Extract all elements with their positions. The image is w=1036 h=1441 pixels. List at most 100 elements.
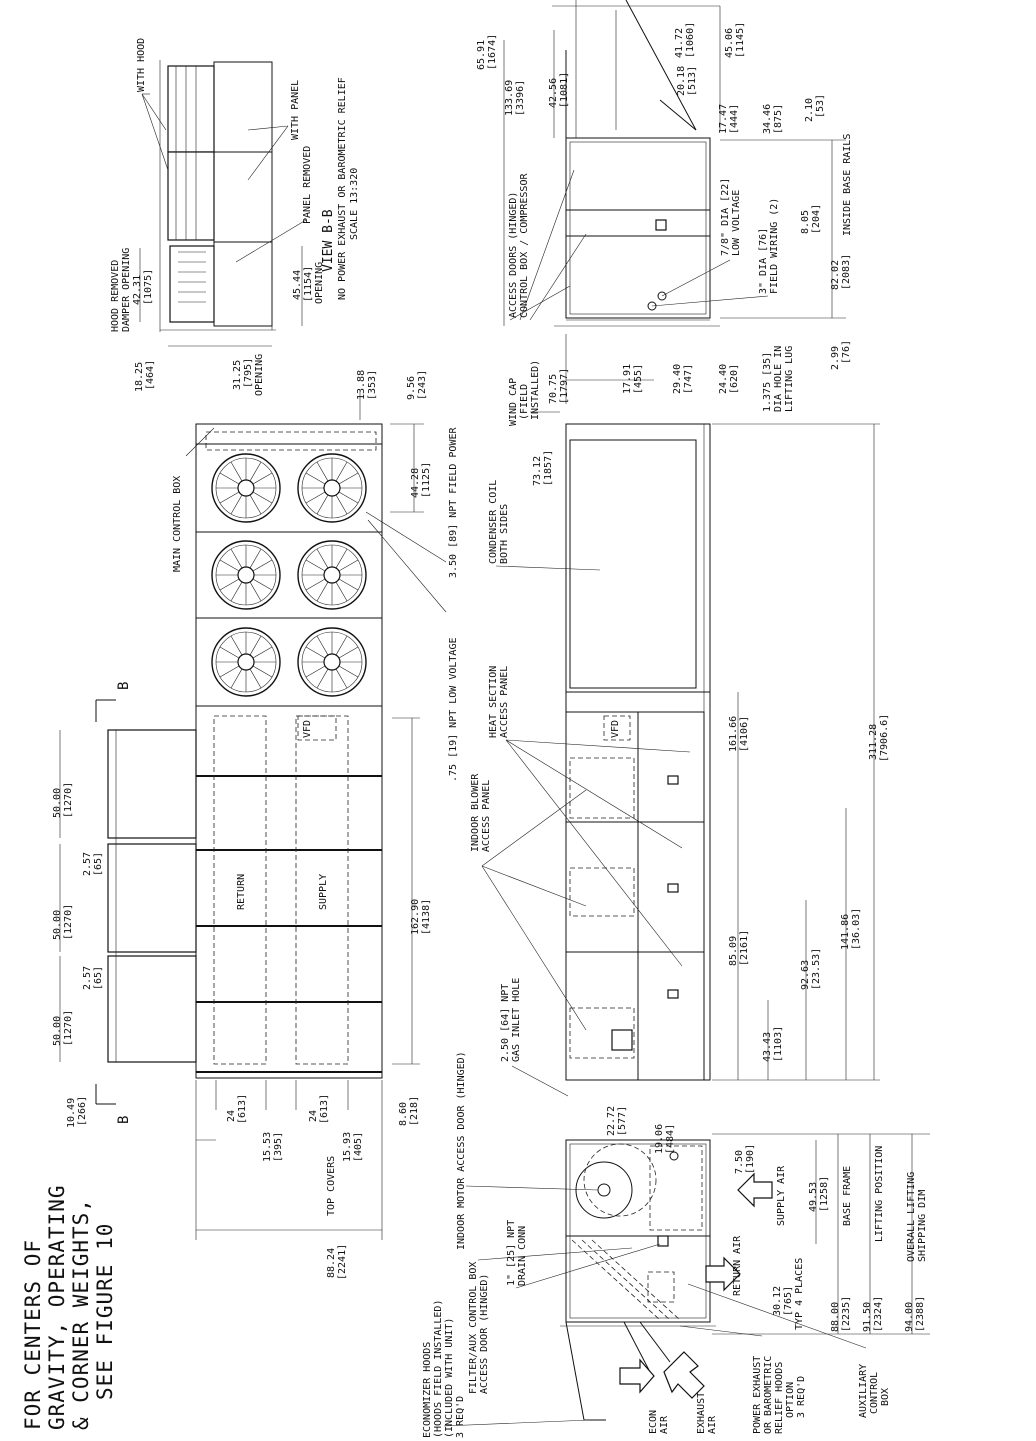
dim-2-57-b: 2.57 <box>82 966 93 990</box>
dim-10-49: 10.49 <box>66 1098 77 1128</box>
return-air-label: RETURN AIR <box>732 1235 743 1296</box>
dim-20-18: 20.18 <box>676 66 687 96</box>
economizer-4: 3 REQ'D <box>455 1396 466 1438</box>
dim-34-46: 34.46 <box>762 104 773 134</box>
dim-65-91: 65.91 <box>476 40 487 70</box>
note-line-2: GRAVITY, OPERATING <box>45 1184 69 1430</box>
condenser-coil-sides: BOTH SIDES <box>499 504 510 564</box>
dim-30-12-typ: TYP 4 PLACES <box>794 1258 805 1330</box>
dim-2-57-a: 2.57 <box>82 852 93 876</box>
view-scale: SCALE 13:320 <box>349 168 360 240</box>
dim-9-56: 9.56 <box>406 376 417 400</box>
hood-removed-damper <box>169 245 215 323</box>
lifting-position-label: LIFTING POSITION <box>874 1146 885 1242</box>
exhaust-air-air: AIR <box>707 1415 718 1434</box>
low-voltage-label: .75 [19] NPT LOW VOLTAGE <box>448 638 459 783</box>
dim-31-25-mm: [795] <box>243 358 254 388</box>
dim-311-28: 311.28 <box>868 724 879 760</box>
econ-air-arrow <box>619 1358 655 1394</box>
hood-middle <box>167 151 215 241</box>
dim-24-40-mm: [620] <box>729 364 740 394</box>
hood-2 <box>107 843 197 953</box>
dim-49-53: 49.53 <box>808 1182 819 1212</box>
heat-section-access: ACCESS PANEL <box>499 666 510 738</box>
low-voltage-dia-label: 7/8" DIA [22] <box>720 178 731 256</box>
dim-2-99: 2.99 <box>830 346 841 370</box>
condenser-fan-2 <box>297 453 367 523</box>
blower-wheel <box>575 1161 633 1219</box>
dim-17-47: 17.47 <box>718 104 729 134</box>
dim-9-56-mm: [243] <box>417 370 428 400</box>
field-power-label: 3.50 [89] NPT FIELD POWER <box>448 427 459 578</box>
access-doors-label: ACCESS DOORS (HINGED) <box>508 192 519 318</box>
dim-44-28-mm: [1125] <box>421 462 432 498</box>
supply-air-label: SUPPLY AIR <box>776 1165 787 1226</box>
dim-91-50: 91.50 <box>862 1302 873 1332</box>
dim-50-b: 50.00 <box>52 910 63 940</box>
lifting-lug-hole: DIA HOLE IN <box>773 346 784 412</box>
dim-8-05: 8.05 <box>800 210 811 234</box>
dim-141-86: 141.86 <box>840 914 851 950</box>
dim-13-88: 13.88 <box>356 370 367 400</box>
dim-41-72: 41.72 <box>674 28 685 58</box>
dim-85-09-mm: [2161] <box>739 930 750 966</box>
dim-7-50: 7.50 <box>734 1150 745 1174</box>
note-line-3: & CORNER WEIGHTS, <box>69 1198 93 1430</box>
view-title: VIEW B-B <box>321 209 336 272</box>
dim-92-63: 92.63 <box>800 960 811 990</box>
economizer-3: (INCLUDED WITH UNIT) <box>444 1318 455 1438</box>
note-centers-of-gravity: FOR CENTERS OF GRAVITY, OPERATING & CORN… <box>21 1184 117 1430</box>
return-air-arrow <box>705 1256 741 1292</box>
gas-inlet-size: 2.50 [64] NPT <box>500 984 511 1062</box>
dim-88-24-mm: [2241] <box>337 1244 348 1280</box>
dim-50-c-mm: [1270] <box>63 1010 74 1046</box>
dim-15-93-mm: [405] <box>353 1132 364 1162</box>
dim-133-69: 133.69 <box>504 80 515 116</box>
condenser-fan-3 <box>211 540 281 610</box>
dim-45-06-mm: [1145] <box>735 22 746 58</box>
wind-cap-field: (FIELD <box>519 384 530 420</box>
wind-cap-label: WIND CAP <box>508 378 519 426</box>
exhaust-air-arrow <box>663 1351 705 1399</box>
dim-91-50-mm: [2324] <box>873 1296 884 1332</box>
field-wiring-dia-label: 3" DIA [76] <box>758 228 769 294</box>
side-view: VFD WIND CAP (FIELD INSTALLED) 73.12 [18… <box>456 360 890 1250</box>
dim-2-57-b-mm: [65] <box>93 966 104 990</box>
dim-42-31: 42.31 <box>132 275 143 305</box>
dim-94-00: 94.00 <box>904 1302 915 1332</box>
dim-92-63-mm: [23.53] <box>811 948 822 990</box>
dim-43-43-mm: [1103] <box>773 1026 784 1062</box>
label-panel-removed: PANEL REMOVED <box>302 146 313 224</box>
dim-8-05-mm: [204] <box>811 204 822 234</box>
power-exhaust-2: OR BAROMETRIC <box>763 1356 774 1434</box>
dim-24-40: 24.40 <box>718 364 729 394</box>
dim-82-02: 82.02 <box>830 260 841 290</box>
indoor-blower-label: INDOOR BLOWER <box>470 773 481 852</box>
dim-30-12: 30.12 <box>772 1286 783 1316</box>
svg-text:B: B <box>116 682 132 690</box>
condenser-coil-label: CONDENSER COIL <box>488 480 499 564</box>
filter-box-1: FILTER/AUX CONTROL BOX <box>468 1262 479 1394</box>
dim-24-a: 24 <box>226 1110 237 1122</box>
return-label: RETURN <box>236 874 247 910</box>
dim-17-91-mm: [455] <box>633 364 644 394</box>
dim-41-72-mm: [1060] <box>685 22 696 58</box>
dim-49-53-mm: [1258] <box>819 1176 830 1212</box>
dim-42-56: 42.56 <box>548 78 559 108</box>
aux-control-2: CONTROL <box>869 1372 880 1414</box>
dim-50-b-mm: [1270] <box>63 904 74 940</box>
dim-161-66: 161.66 <box>728 716 739 752</box>
dim-133-69-mm: [3396] <box>515 80 526 116</box>
overall-lifting-label: OVERALL LIFTING <box>906 1172 917 1262</box>
dim-2-57-a-mm: [65] <box>93 852 104 876</box>
dim-94-00-mm: [2388] <box>915 1296 926 1332</box>
label-damper-opening: DAMPER OPENING <box>121 248 132 332</box>
dim-15-53-mm: [395] <box>273 1132 284 1162</box>
dim-31-25-opening: OPENING <box>254 354 265 396</box>
condenser-fans <box>211 453 367 697</box>
dim-22-72: 22.72 <box>606 1106 617 1136</box>
econ-air-air: AIR <box>659 1415 670 1434</box>
indoor-blower-access: ACCESS PANEL <box>481 780 492 852</box>
dim-17-47-mm: [444] <box>729 104 740 134</box>
